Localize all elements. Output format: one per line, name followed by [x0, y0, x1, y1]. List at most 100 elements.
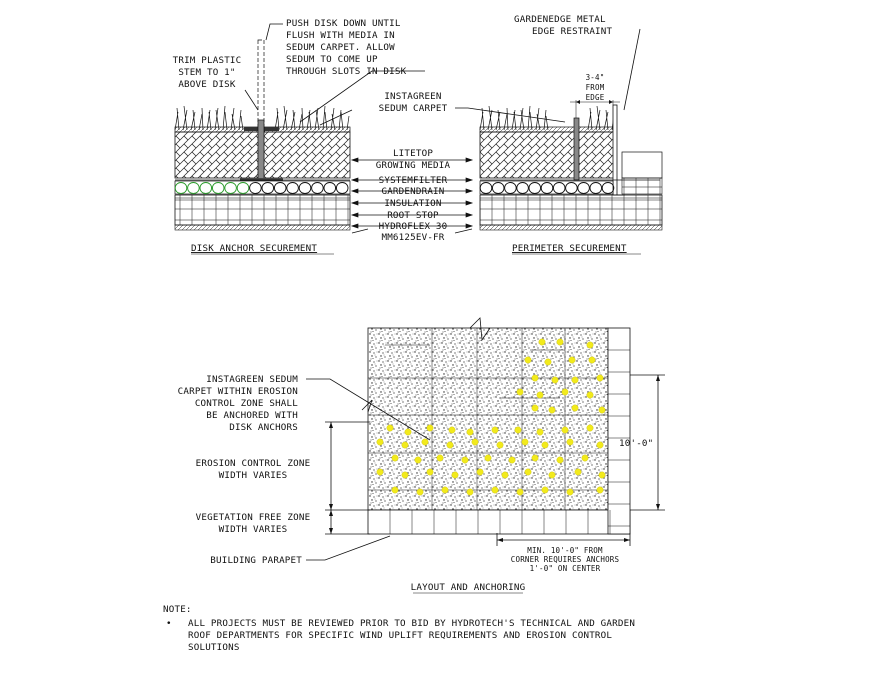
anchor-dot [586, 424, 594, 432]
anchor-dot [586, 391, 594, 399]
svg-text:SYSTEMFILTER: SYSTEMFILTER [379, 175, 448, 186]
svg-text:•: • [166, 618, 172, 629]
svg-text:HYDROFLEX 30: HYDROFLEX 30 [379, 221, 448, 232]
drain-cup [273, 182, 287, 194]
drain-cup [249, 182, 262, 194]
dimension-label: 10'-0" [619, 438, 653, 449]
building-parapet [367, 327, 631, 535]
svg-text:THROUGH SLOTS IN DISK: THROUGH SLOTS IN DISK [286, 66, 407, 77]
anchor-dot [471, 438, 479, 446]
anchor-dot [421, 438, 429, 446]
anchor-dot [508, 456, 516, 464]
general-note: NOTE: • ALL PROJECTS MUST BE REVIEWED PR… [163, 604, 635, 653]
svg-text:EDGE RESTRAINT: EDGE RESTRAINT [532, 26, 613, 37]
anchor-dot [531, 454, 539, 462]
svg-text:DISK ANCHORS: DISK ANCHORS [229, 422, 298, 433]
anchor-dot [598, 471, 606, 479]
svg-text:1'-0" ON CENTER: 1'-0" ON CENTER [530, 564, 601, 573]
anchor-dot [376, 468, 384, 476]
anchor-dot [551, 376, 559, 384]
svg-text:BE ANCHORED WITH: BE ANCHORED WITH [206, 410, 298, 421]
anchor-dot [566, 488, 574, 496]
trim-stem-callout: TRIM PLASTIC STEM TO 1" ABOVE DISK [173, 55, 242, 90]
anchor-dot [414, 456, 422, 464]
anchor-dot [451, 471, 459, 479]
plan-view [361, 317, 631, 535]
anchor-dot [401, 471, 409, 479]
svg-text:MIN. 10'-0" FROM: MIN. 10'-0" FROM [527, 546, 603, 555]
anchor-dot [538, 338, 546, 346]
insulation-layer [174, 194, 351, 226]
growing-media-right [479, 131, 616, 179]
anchor-dot [386, 424, 394, 432]
anchor-dot [446, 441, 454, 449]
anchor-dot [541, 441, 549, 449]
anchor-dot [571, 376, 579, 384]
svg-text:TRIM PLASTIC: TRIM PLASTIC [173, 55, 242, 66]
drain-cup [261, 182, 275, 194]
anchor-dot [376, 438, 384, 446]
layer-list: SYSTEMFILTER GARDENDRAIN INSULATION ROOT… [379, 175, 448, 243]
plan-arrowheads [329, 375, 660, 542]
svg-text:STEM TO 1": STEM TO 1" [178, 67, 235, 78]
drain-cup [528, 182, 542, 194]
anchor-dot [541, 486, 549, 494]
drain-cup [565, 182, 578, 194]
svg-text:VEGETATION FREE ZONE: VEGETATION FREE ZONE [196, 512, 311, 523]
top-leaders [244, 23, 641, 126]
carpet-label: INSTAGREEN SEDUM CARPET [379, 91, 448, 114]
anchor-dot [466, 488, 474, 496]
anchor-dot [586, 341, 594, 349]
drain-cup [286, 182, 299, 194]
sedum-carpet-field [367, 327, 609, 511]
svg-text:SEDUM CARPET: SEDUM CARPET [379, 103, 448, 114]
drain-cup [589, 182, 603, 194]
anchor-dot [574, 468, 582, 476]
disk-anchor-section [174, 39, 351, 231]
anchor-dot [556, 338, 564, 346]
anchor-dot [548, 406, 556, 414]
anchor-dot [448, 426, 456, 434]
drain-cup [601, 182, 615, 194]
svg-text:EDGE: EDGE [586, 93, 605, 102]
svg-text:PUSH DISK DOWN UNTIL: PUSH DISK DOWN UNTIL [286, 18, 401, 29]
carpet-zone-callout: INSTAGREEN SEDUM CARPET WITHIN EROSION C… [178, 374, 298, 433]
svg-text:NOTE:: NOTE: [163, 604, 192, 615]
vegetation-zone-callout: VEGETATION FREE ZONE WIDTH VARIES [196, 512, 311, 535]
anchor-dot [491, 486, 499, 494]
svg-text:GARDENDRAIN: GARDENDRAIN [381, 186, 444, 197]
anchor-dot [598, 406, 606, 414]
anchor-dot [581, 454, 589, 462]
anchor-dot [404, 428, 412, 436]
anchor-dot [596, 441, 604, 449]
svg-text:ROOF DEPARTMENTS FOR SPECIFIC: ROOF DEPARTMENTS FOR SPECIFIC WIND UPLIF… [188, 630, 612, 641]
carpet-panel-joints [368, 328, 608, 510]
plan-leaders [306, 374, 665, 561]
anchor-dot [596, 374, 604, 382]
anchor-dot [531, 404, 539, 412]
anchor-dot [556, 456, 564, 464]
svg-text:INSTAGREEN: INSTAGREEN [384, 91, 441, 102]
anchor-dot [531, 374, 539, 382]
anchor-dot [536, 391, 544, 399]
anchor-dot [496, 441, 504, 449]
anchor-dot [571, 404, 579, 412]
drain-cup [199, 182, 213, 194]
media-label: LITETOP GROWING MEDIA [376, 148, 451, 171]
svg-text:FLUSH WITH MEDIA IN: FLUSH WITH MEDIA IN [286, 30, 395, 41]
distance-callout: 3-4" FROM EDGE [586, 73, 605, 102]
svg-text:WIDTH VARIES: WIDTH VARIES [219, 524, 288, 535]
svg-text:CONTROL ZONE SHALL: CONTROL ZONE SHALL [195, 398, 298, 409]
anchor-dot [461, 456, 469, 464]
drain-cup [335, 182, 349, 194]
anchor-dot [391, 486, 399, 494]
svg-text:GARDENEDGE METAL: GARDENEDGE METAL [514, 14, 606, 25]
svg-text:CARPET WITHIN EROSION: CARPET WITHIN EROSION [178, 386, 298, 397]
drain-cup [552, 182, 566, 194]
anchor-dot [476, 468, 484, 476]
membrane-layer [174, 224, 351, 231]
anchor-dot [491, 426, 499, 434]
drain-cup [298, 182, 312, 194]
section-title-right: PERIMETER SECUREMENT [512, 243, 627, 254]
